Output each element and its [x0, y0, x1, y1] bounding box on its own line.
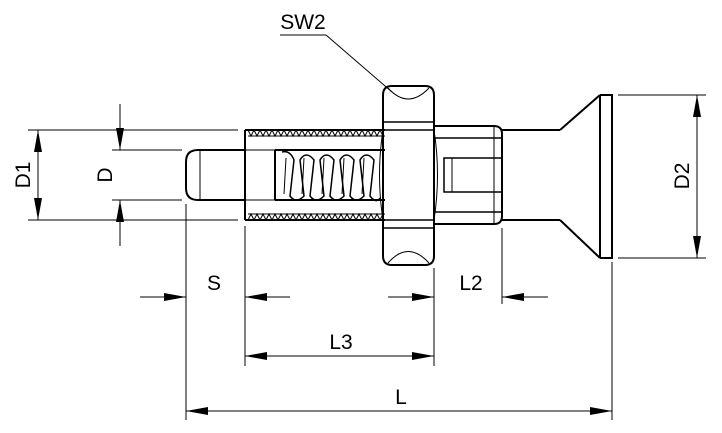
label-l3: L3 [329, 331, 352, 354]
extension-lines [28, 94, 706, 420]
label-s: S [207, 272, 221, 295]
label-l: L [395, 386, 407, 409]
plunger-pin [185, 149, 245, 201]
label-d2: D2 [671, 163, 694, 190]
label-d1: D1 [12, 162, 35, 189]
dimension-l: L [186, 386, 612, 415]
knob [502, 94, 613, 259]
label-d: D [94, 167, 117, 182]
dimension-s: S [140, 272, 290, 301]
callout-sw2: SW2 [280, 11, 393, 93]
hex-nut [379, 85, 438, 266]
spring [281, 150, 381, 202]
dimension-d1: D1 [12, 130, 42, 220]
label-sw2: SW2 [280, 11, 326, 34]
threaded-body [244, 128, 385, 222]
label-l2: L2 [459, 272, 482, 295]
dimension-d2: D2 [671, 95, 701, 258]
dimension-l3: L3 [245, 331, 434, 360]
slotted-sleeve [434, 125, 503, 225]
dimension-l2: L2 [388, 272, 548, 301]
dimension-d: D [94, 104, 124, 246]
